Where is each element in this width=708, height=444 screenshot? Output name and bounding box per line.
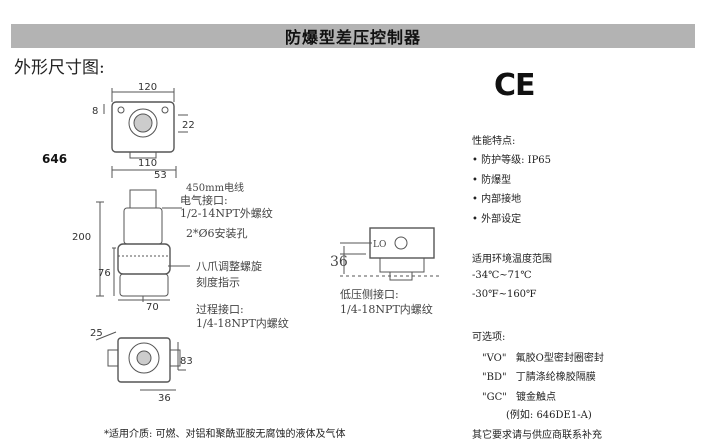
feature-item: • 外部设定 — [472, 214, 522, 225]
top-view — [103, 88, 188, 159]
bottom-view — [95, 331, 186, 391]
dim-83: 83 — [180, 356, 193, 367]
callout-scale: 刻度指示 — [196, 275, 240, 289]
callout-elec-port: 电气接口: — [180, 193, 228, 207]
option-code: "VO" — [482, 353, 507, 364]
dim-25: 25 — [90, 328, 103, 339]
temperature-range-celsius: -34℃~71℃ — [472, 270, 532, 281]
callout-process-thread: 1/4-18NPT内螺纹 — [196, 316, 289, 330]
contact-note: 其它要求请与供应商联系补充 — [472, 430, 602, 441]
dim-8: 8 — [92, 106, 98, 117]
dim-76: 76 — [98, 268, 111, 279]
feature-item: • 内部接地 — [472, 194, 522, 205]
option-code: "BD" — [482, 372, 507, 383]
front-view — [96, 166, 190, 302]
section-label: 外形尺寸图: — [14, 58, 105, 78]
dim-200: 200 — [72, 232, 91, 243]
title-bar: 防爆型差压控制器 — [11, 24, 695, 48]
option-desc: 氟胶O型密封圈密封 — [515, 353, 604, 364]
callout-wire: 450mm电线 — [186, 181, 244, 194]
temperature-range-fahrenheit: -30℉~160℉ — [472, 289, 537, 300]
dim-110: 110 — [138, 158, 157, 169]
options-heading: 可选项: — [472, 332, 506, 343]
lo-label: LO — [373, 240, 386, 250]
callout-mount-hole: 2*Ø6安装孔 — [186, 226, 248, 240]
dim-36-bottom: 36 — [158, 393, 171, 404]
dim-53: 53 — [154, 170, 167, 181]
callout-elec-thread: 1/2-14NPT外螺纹 — [180, 206, 273, 220]
feature-item: • 防爆型 — [472, 175, 512, 186]
option-item: "VO" 氟胶O型密封圈密封 — [482, 349, 604, 364]
dim-70: 70 — [146, 302, 159, 313]
dim-22: 22 — [182, 120, 195, 131]
ce-mark-icon: CE — [494, 68, 536, 103]
environment-heading: 适用环境温度范围 — [472, 254, 552, 265]
dim-36-side: 36 — [330, 254, 348, 270]
option-desc: 丁腈涤纶橡胶隔膜 — [515, 372, 596, 383]
page-title: 防爆型差压控制器 — [284, 28, 421, 47]
dimension-drawing: 120 8 22 110 53 200 76 70 25 83 36 36 LO… — [72, 82, 440, 404]
option-code: "GC" — [482, 392, 507, 403]
callout-process-port: 过程接口: — [196, 303, 244, 316]
side-detail — [340, 227, 440, 281]
dim-120: 120 — [138, 82, 157, 93]
model-number: 646 — [42, 152, 68, 166]
option-item: "BD" 丁腈涤纶橡胶隔膜 — [482, 368, 596, 383]
option-item: "GC" 镀金触点 — [482, 388, 556, 403]
option-desc: 镀金触点 — [516, 392, 557, 403]
callout-adjust-knob: 八爪调整螺旋 — [196, 259, 262, 273]
callout-low-thread: 1/4-18NPT内螺纹 — [340, 302, 433, 316]
feature-item: • 防护等级: IP65 — [472, 155, 552, 166]
footnote: *适用介质: 可燃、对铝和聚酰亚胺无腐蚀的液体及气体 — [104, 429, 346, 440]
callout-low-port: 低压侧接口: — [340, 288, 399, 301]
features-heading: 性能特点: — [472, 136, 516, 147]
option-example: (例如: 646DE1-A) — [506, 410, 592, 421]
